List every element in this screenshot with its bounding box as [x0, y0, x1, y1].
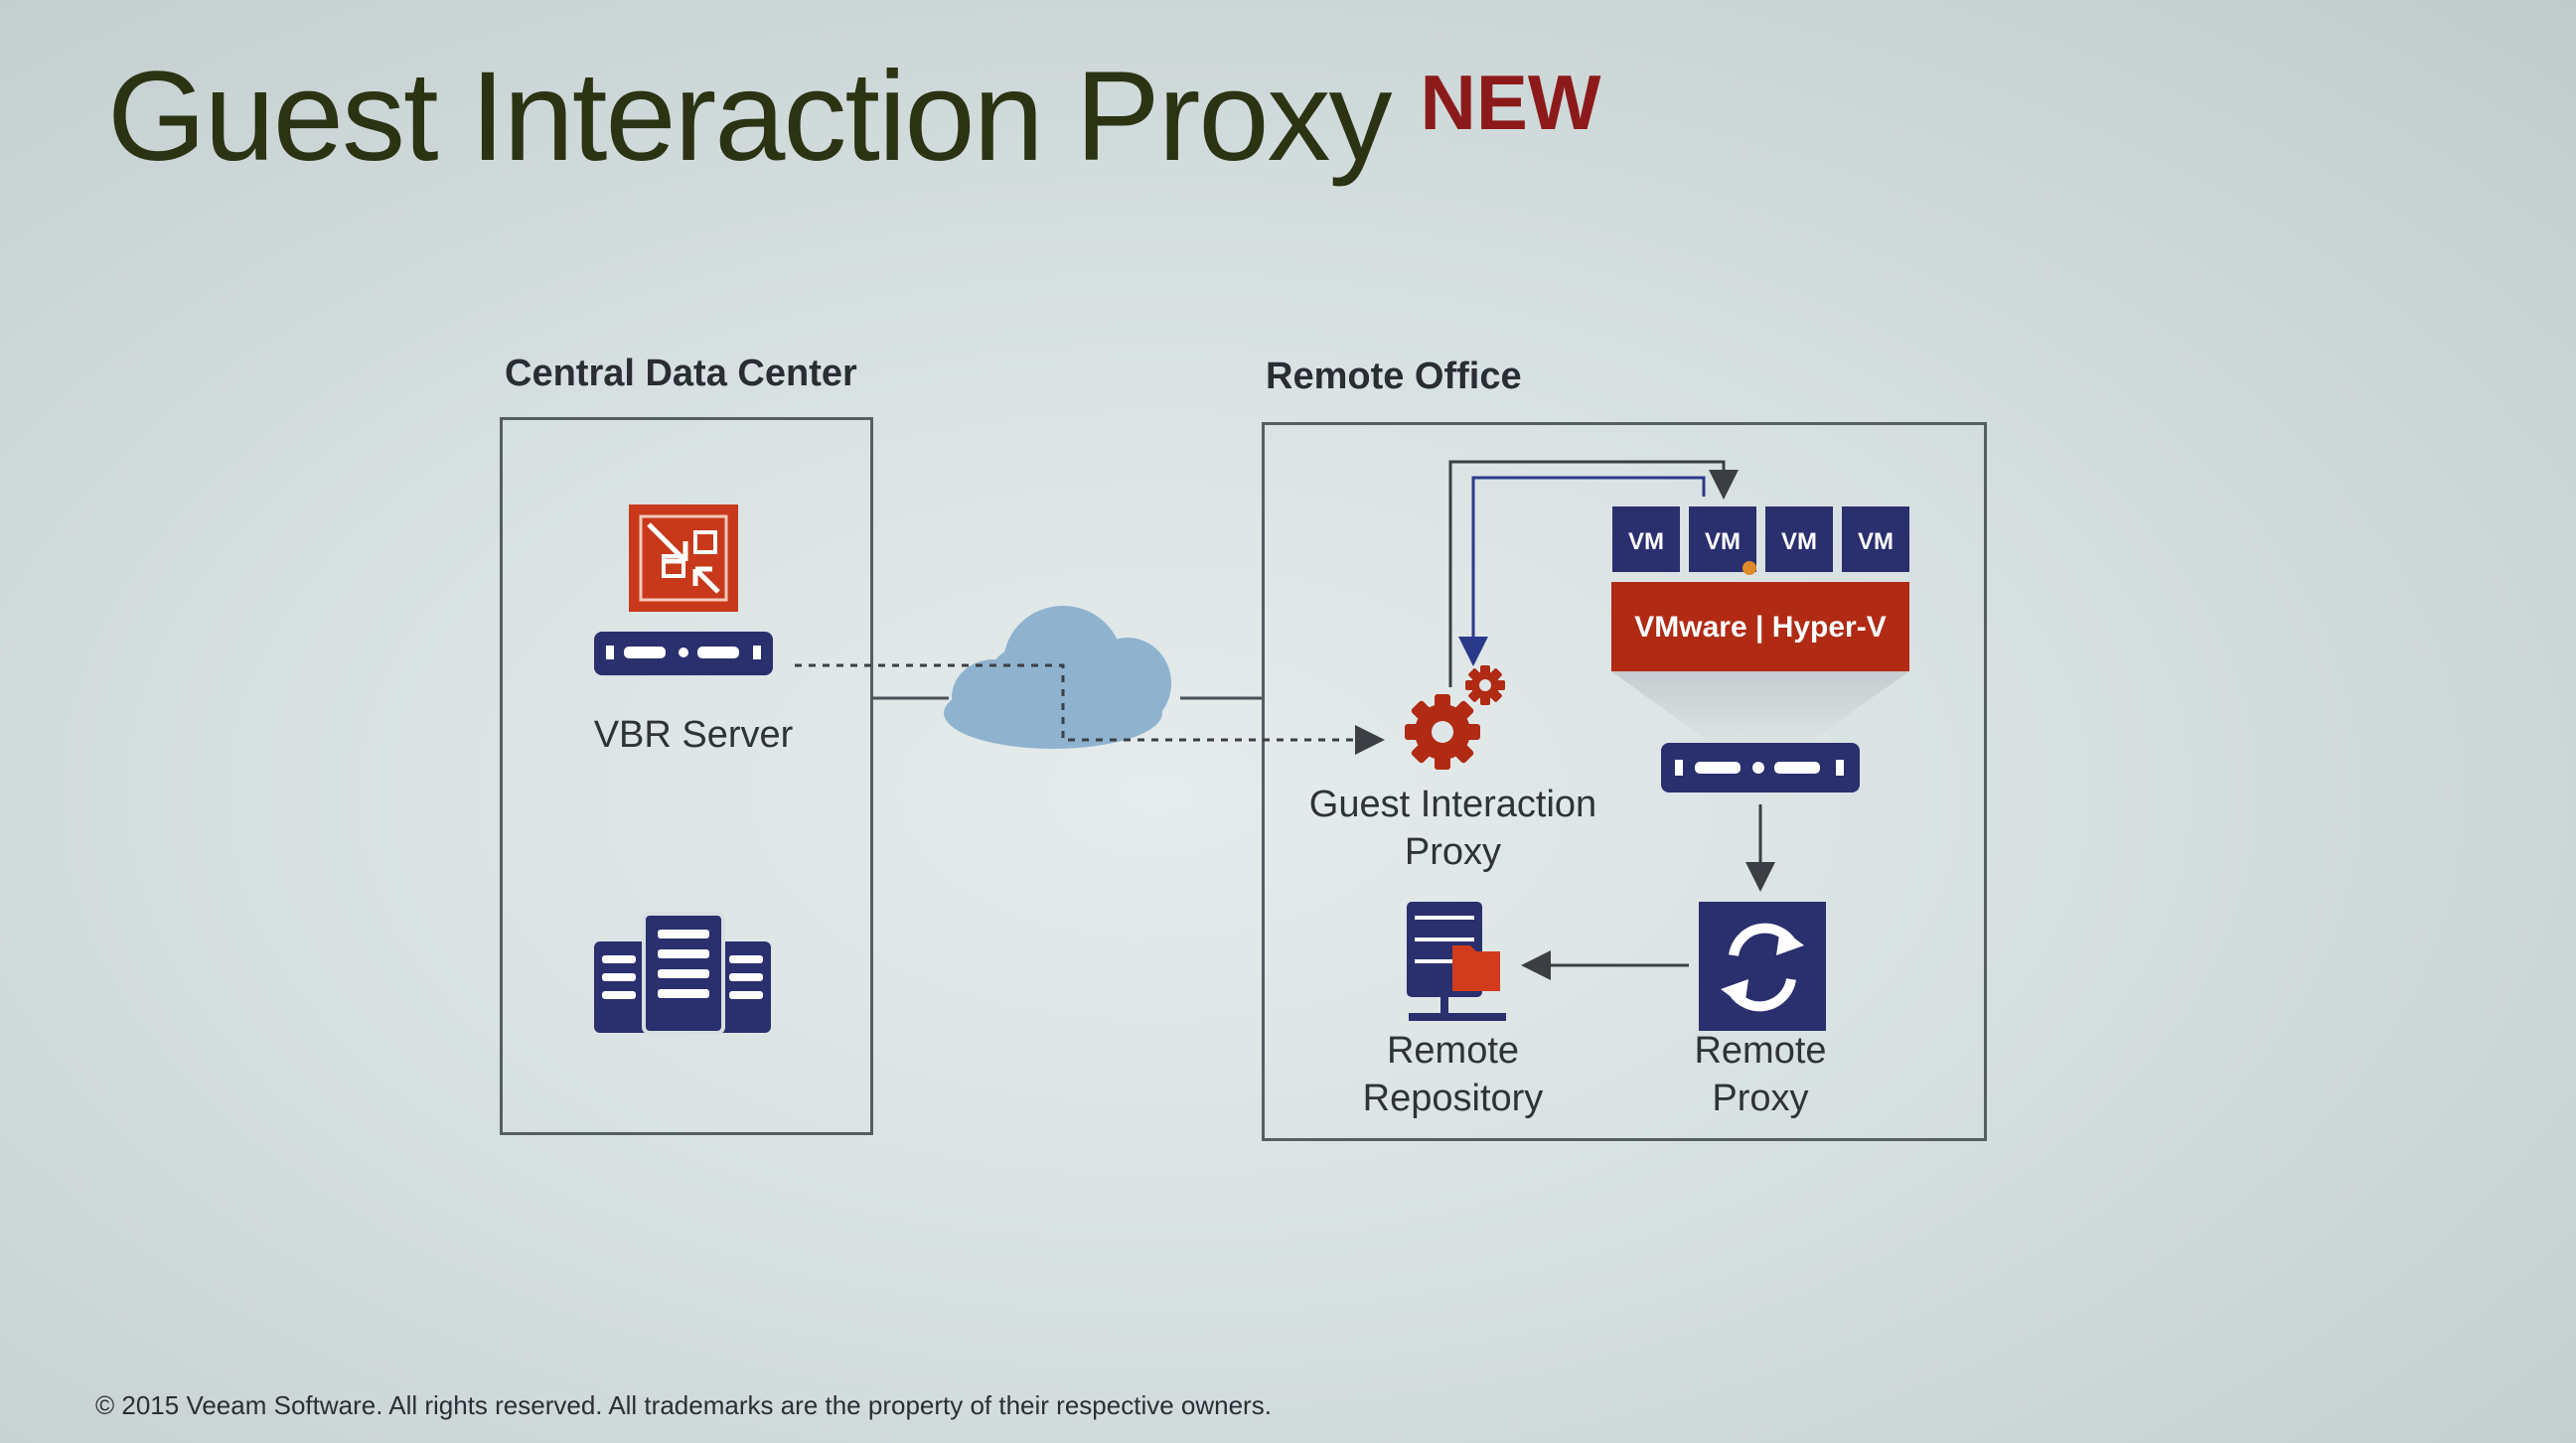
guest-proxy-to-vm-arrow	[1448, 460, 1739, 687]
cloud-icon	[944, 606, 1171, 749]
vm-label: VM	[1705, 528, 1741, 555]
vm-tile	[1765, 506, 1833, 572]
hypervisor-bar	[1611, 582, 1909, 671]
gear-icon	[1405, 665, 1505, 770]
title-row: Guest Interaction Proxy NEW	[107, 44, 1600, 190]
remote-repository-label-line2: Repository	[1362, 1078, 1544, 1119]
vm-label: VM	[1858, 528, 1894, 555]
hypervisor-label: VMware | Hyper-V	[1634, 611, 1886, 644]
vm-label: VM	[1781, 528, 1817, 555]
remote-proxy-label: Remote Proxy	[1661, 1027, 1860, 1122]
central-data-center-box	[500, 417, 873, 1135]
central-data-center-label: Central Data Center	[505, 353, 857, 394]
vm-tile	[1842, 506, 1909, 572]
vbr-logo-icon	[629, 505, 738, 612]
host-server-icon	[1661, 743, 1860, 793]
vm-to-guest-proxy-arrow	[1458, 476, 1706, 666]
slide-title: Guest Interaction Proxy	[107, 46, 1392, 188]
vm-tile	[1612, 506, 1680, 572]
vbr-to-guest-proxy-dashed-arrow	[795, 663, 1385, 755]
vbr-server-icon	[594, 632, 773, 675]
guest-interaction-proxy-label-line1: Guest Interaction	[1308, 784, 1597, 825]
vbr-server-label: VBR Server	[593, 714, 794, 756]
vm-connector-dot	[1743, 561, 1756, 575]
remote-office-box	[1262, 422, 1987, 1141]
vm-tiles: VM VM VM VM	[1612, 506, 1909, 575]
guest-interaction-proxy-label: Guest Interaction Proxy	[1282, 781, 1624, 876]
vm-label: VM	[1628, 528, 1664, 555]
vm-tile	[1689, 506, 1756, 572]
guest-interaction-proxy-label-line2: Proxy	[1404, 831, 1502, 873]
remote-repository-label: Remote Repository	[1321, 1027, 1585, 1122]
copyright-footer: © 2015 Veeam Software. All rights reserv…	[95, 1390, 1272, 1420]
remote-repository-label-line1: Remote	[1386, 1030, 1520, 1072]
hypervisor-funnel	[1611, 671, 1909, 743]
refresh-icon	[1699, 902, 1826, 1031]
data-center-icon	[594, 912, 771, 1035]
remote-proxy-label-line2: Proxy	[1712, 1078, 1809, 1119]
new-badge: NEW	[1420, 59, 1601, 146]
remote-proxy-label-line1: Remote	[1694, 1030, 1827, 1072]
remote-office-label: Remote Office	[1266, 356, 1522, 397]
repository-icon	[1407, 902, 1506, 1021]
